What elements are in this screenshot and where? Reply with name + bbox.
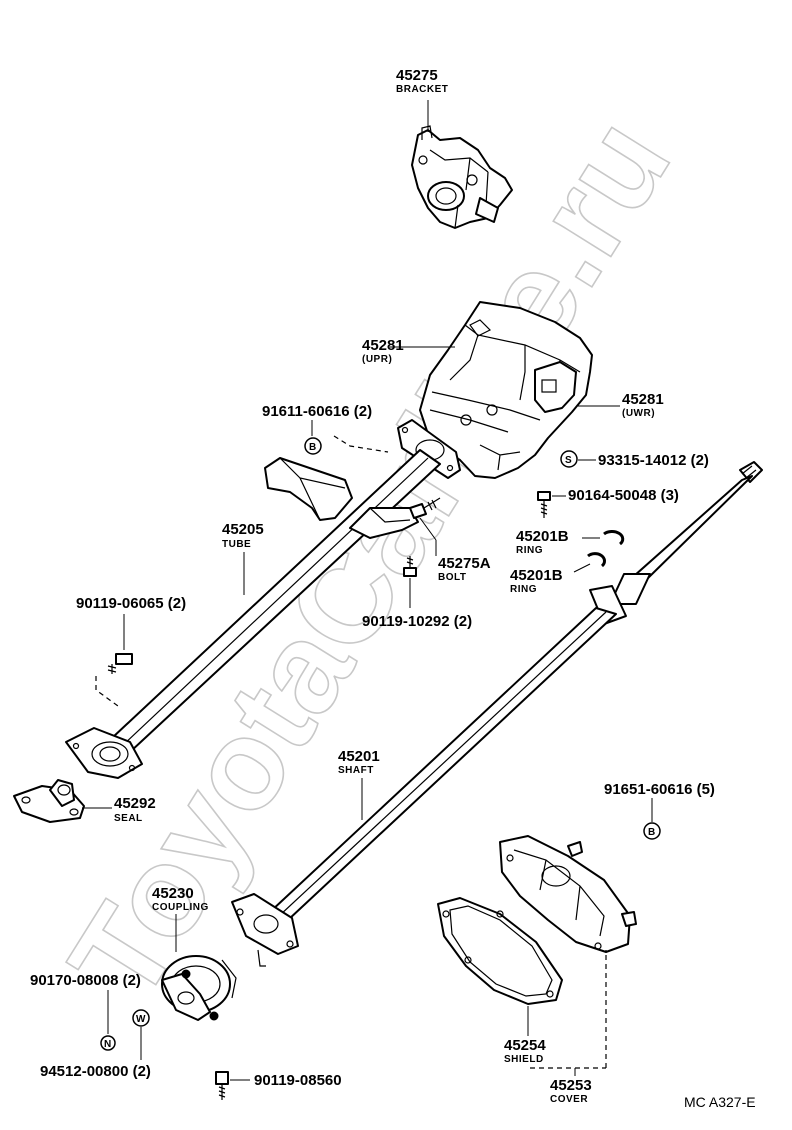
- cover-uwr-name: (UWR): [622, 408, 655, 419]
- ring-a-part[interactable]: [603, 530, 625, 546]
- ring-b-name: RING: [510, 584, 537, 595]
- bolt-45275a-number: 45275A: [438, 555, 491, 572]
- column-tube-part[interactable]: [65, 419, 461, 779]
- cover-number: 45253: [550, 1077, 592, 1094]
- svg-text:N: N: [104, 1039, 112, 1050]
- steering-shaft-part[interactable]: [269, 461, 763, 921]
- tube-name: TUBE: [222, 539, 251, 550]
- bolt-90119-10292-part[interactable]: [403, 556, 417, 577]
- ring-b-leader: [573, 563, 591, 573]
- coupling-number: 45230: [152, 885, 194, 902]
- bracket-part[interactable]: [411, 125, 513, 229]
- nut-90170-number: 90170-08008 (2): [30, 972, 141, 989]
- cover-name: COVER: [550, 1094, 588, 1105]
- bolt-45275a-leader: [419, 517, 437, 541]
- bolt-45275a-part[interactable]: [409, 497, 441, 519]
- bolt-90119-06065-part[interactable]: [107, 653, 133, 674]
- cover-upr-name: (UPR): [362, 354, 392, 365]
- bolt-90164-part[interactable]: [537, 491, 551, 518]
- bolt-90119-06065-install-line: [95, 676, 119, 707]
- bolt-90119-06065-number: 90119-06065 (2): [76, 595, 186, 612]
- ring-b-number: 45201B: [510, 567, 563, 584]
- seal-name: SEAL: [114, 813, 143, 824]
- bracket-number: 45275: [396, 67, 438, 84]
- shaft-number: 45201: [338, 748, 380, 765]
- shaft-yoke-part[interactable]: [231, 893, 299, 967]
- bolt-91611-install-line: [333, 435, 389, 453]
- washer-94512-number: 94512-00800 (2): [40, 1063, 151, 1080]
- coupling-part[interactable]: [161, 955, 237, 1021]
- cover-uwr-number: 45281: [622, 391, 664, 408]
- ring-b-part[interactable]: [587, 552, 606, 568]
- ring-a-number: 45201B: [516, 528, 569, 545]
- tube-number: 45205: [222, 521, 264, 538]
- bolt-91611-number: 91611-60616 (2): [262, 403, 372, 420]
- shield-name: SHIELD: [504, 1054, 544, 1065]
- seal-number: 45292: [114, 795, 156, 812]
- s-symbol-icon: S: [560, 450, 578, 468]
- shield-number: 45254: [504, 1037, 546, 1054]
- cover-part[interactable]: [499, 835, 637, 953]
- svg-text:S: S: [565, 455, 572, 466]
- cover-upr-number: 45281: [362, 337, 404, 354]
- coupling-name: COUPLING: [152, 902, 209, 913]
- bolt-90119-08560-part[interactable]: [215, 1071, 229, 1100]
- shield-part[interactable]: [437, 897, 563, 1005]
- b-symbol-icon: B: [304, 437, 322, 455]
- diagram-code: MC A327-E: [684, 1094, 756, 1110]
- n-symbol-icon: N: [100, 1035, 116, 1051]
- bolt-90119-08560-number: 90119-08560: [254, 1072, 342, 1089]
- bolt-90164-number: 90164-50048 (3): [568, 487, 679, 504]
- svg-text:W: W: [136, 1014, 146, 1025]
- w-symbol-icon: W: [132, 1009, 150, 1027]
- column-cover-part[interactable]: [419, 301, 593, 479]
- shaft-name: SHAFT: [338, 765, 374, 776]
- bolt-90119-10292-number: 90119-10292 (2): [362, 613, 472, 630]
- ring-a-name: RING: [516, 545, 543, 556]
- bolt-45275a-name: BOLT: [438, 572, 466, 583]
- svg-text:B: B: [309, 442, 317, 453]
- screw-93315-number: 93315-14012 (2): [598, 452, 709, 469]
- bracket-name: BRACKET: [396, 84, 448, 95]
- bolt-91651-number: 91651-60616 (5): [604, 781, 715, 798]
- cover-bracket-line: [530, 950, 607, 1069]
- seal-part[interactable]: [13, 779, 85, 823]
- b-symbol-icon-2: B: [643, 822, 661, 840]
- svg-text:B: B: [648, 827, 656, 838]
